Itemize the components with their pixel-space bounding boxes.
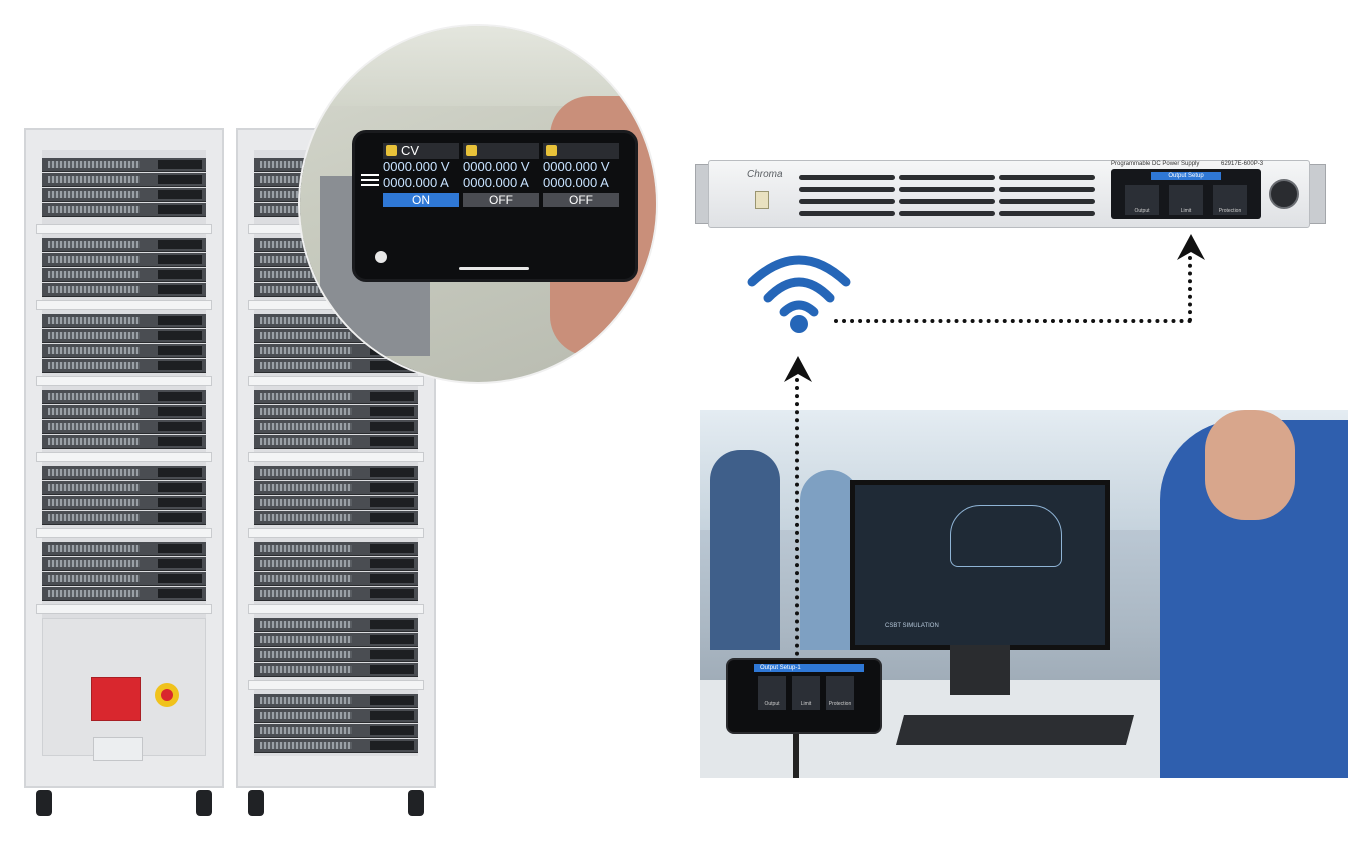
phone-screen-header: Output Setup-1 <box>754 664 864 672</box>
channel-voltage: 0000.000 V <box>543 159 610 174</box>
hamburger-icon[interactable] <box>361 171 379 189</box>
screen-tile-output[interactable]: Output <box>1125 185 1159 215</box>
monitor-panel-label: CSBT SIMULATION <box>885 623 939 629</box>
rack-bay <box>36 150 212 761</box>
emergency-stop-button[interactable] <box>155 683 179 707</box>
phone-tile-output[interactable]: Output <box>758 676 786 710</box>
caster-wheel <box>36 790 52 816</box>
zoom-callout: CV 0000.000 V 0000.000 A ON 0000.000 V 0… <box>300 26 656 382</box>
background-wall <box>300 26 656 106</box>
label-plate <box>93 737 143 761</box>
keyboard <box>895 715 1135 745</box>
monitor-car-render <box>950 505 1062 567</box>
arrow-up-icon <box>784 356 812 382</box>
model-title: Programmable DC Power Supply <box>1111 161 1200 167</box>
dotted-connector <box>795 378 799 656</box>
screen-tile-protection[interactable]: Protection <box>1213 185 1247 215</box>
channel-3[interactable]: 0000.000 V 0000.000 A OFF <box>543 143 619 209</box>
office-photo: CSBT SIMULATION Output Setup-1 Output Li… <box>700 410 1348 778</box>
background-person-1 <box>710 450 780 650</box>
rack-control-panel <box>42 618 206 761</box>
engineer-head <box>1205 410 1295 520</box>
home-indicator[interactable] <box>459 267 529 270</box>
screen-header: Output Setup <box>1151 172 1221 180</box>
wifi-icon <box>747 255 851 333</box>
channel-2[interactable]: 0000.000 V 0000.000 A OFF <box>463 143 539 209</box>
monitor: CSBT SIMULATION <box>850 480 1110 650</box>
channel-icon <box>546 145 557 156</box>
caster-wheel <box>196 790 212 816</box>
channel-current: 0000.000 A <box>463 175 529 190</box>
camera-icon <box>375 251 387 263</box>
channel-current: 0000.000 A <box>543 175 609 190</box>
channel-voltage: 0000.000 V <box>463 159 530 174</box>
mounted-phone: Output Setup-1 Output Limit Protection <box>726 658 882 734</box>
arrow-up-icon <box>1177 234 1205 260</box>
phone-tile-protection[interactable]: Protection <box>826 676 854 710</box>
screen-tile-limit[interactable]: Limit <box>1169 185 1203 215</box>
phone-tile-limit[interactable]: Limit <box>792 676 820 710</box>
output-on-button[interactable]: ON <box>383 193 459 207</box>
channel-current: 0000.000 A <box>383 175 449 190</box>
power-switch[interactable] <box>91 677 141 721</box>
model-number: 62917E-600P-3 <box>1221 161 1264 167</box>
dotted-connector <box>834 319 1192 323</box>
channel-icon <box>386 145 397 156</box>
channel-1[interactable]: CV 0000.000 V 0000.000 A ON <box>383 143 459 209</box>
front-touch-screen[interactable]: Output Setup Output Limit Protection <box>1111 169 1261 219</box>
monitor-stand <box>950 645 1010 695</box>
power-switch[interactable] <box>755 191 769 209</box>
caster-wheel <box>248 790 264 816</box>
dotted-connector <box>1188 256 1192 322</box>
output-off-button[interactable]: OFF <box>543 193 619 207</box>
brand-logo: Chroma <box>747 169 783 180</box>
dc-power-supply: Chroma Programmable DC Power Supply 6291… <box>708 160 1310 228</box>
rack-cabinet-left <box>24 128 224 816</box>
phone: CV 0000.000 V 0000.000 A ON 0000.000 V 0… <box>352 130 638 282</box>
channel-icon <box>466 145 477 156</box>
channel-voltage: 0000.000 V <box>383 159 450 174</box>
caster-wheel <box>408 790 424 816</box>
channel-mode: CV <box>401 143 420 158</box>
rotary-knob[interactable] <box>1269 179 1299 209</box>
output-off-button[interactable]: OFF <box>463 193 539 207</box>
